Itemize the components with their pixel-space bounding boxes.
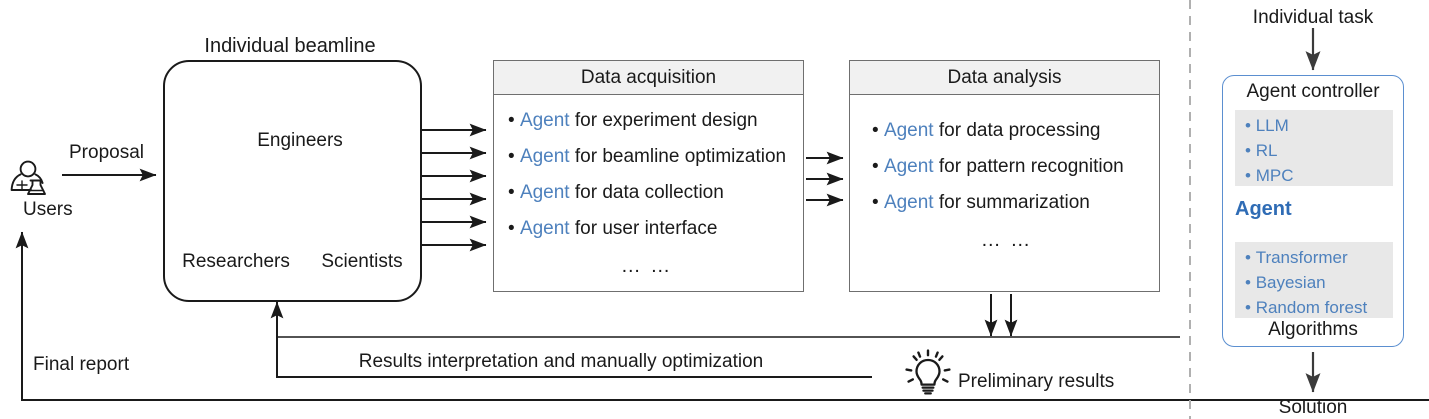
individual-beamline-box [163,60,422,302]
solution-label: Solution [1278,397,1348,418]
preliminary-results-label: Preliminary results [958,371,1115,392]
list-item: • Agent for summarization [872,192,1090,213]
list-item: • LLM [1245,116,1289,135]
list-item: • Agent for experiment design [508,110,758,131]
data-analysis-body: • Agent for data processing • Agent for … [850,95,1159,252]
algorithms-methods-box: • Transformer • Bayesian • Random forest [1235,242,1393,318]
researchers-label: Researchers [182,251,290,272]
user-flask-icon [10,160,46,195]
agent-controller-title: Agent controller [1246,81,1380,102]
engineers-label: Engineers [257,130,343,151]
data-analysis-panel: Data analysis • Agent for data processin… [849,60,1160,292]
lightbulb-icon [905,349,951,395]
list-item: • Random forest [1245,297,1368,317]
data-analysis-header: Data analysis [850,61,1159,95]
users-label: Users [23,199,73,220]
list-item: • Bayesian [1245,272,1326,292]
list-item: • RL [1245,140,1278,160]
list-item: • Agent for data collection [508,182,724,203]
list-item: • Agent for data processing [872,120,1101,141]
scientists-label: Scientists [321,251,403,272]
individual-task-label: Individual task [1252,7,1374,28]
list-item: • Agent for user interface [508,218,718,239]
ellipsis: … … [980,229,1033,251]
list-item: • MPC [1245,165,1294,185]
ellipsis: … … [620,255,673,277]
agent-word-label: Agent [1235,198,1292,220]
agent-controller-box: Agent controller • LLM • RL • MPC Agent … [1222,75,1404,347]
data-acquisition-body: • Agent for experiment design • Agent fo… [494,95,803,278]
data-acquisition-panel: Data acquisition • Agent for experiment … [493,60,804,292]
algorithms-title: Algorithms [1268,319,1358,340]
list-item: • Agent for beamline optimization [508,146,787,167]
final-report-label: Final report [33,354,130,375]
list-item: • Transformer [1245,248,1348,267]
results-interpretation-label: Results interpretation and manually opti… [358,351,764,372]
list-item: • Agent for pattern recognition [872,156,1124,177]
data-acquisition-header: Data acquisition [494,61,803,95]
individual-beamline-title: Individual beamline [204,35,376,57]
controller-methods-box: • LLM • RL • MPC [1235,110,1393,186]
proposal-label: Proposal [69,142,144,163]
